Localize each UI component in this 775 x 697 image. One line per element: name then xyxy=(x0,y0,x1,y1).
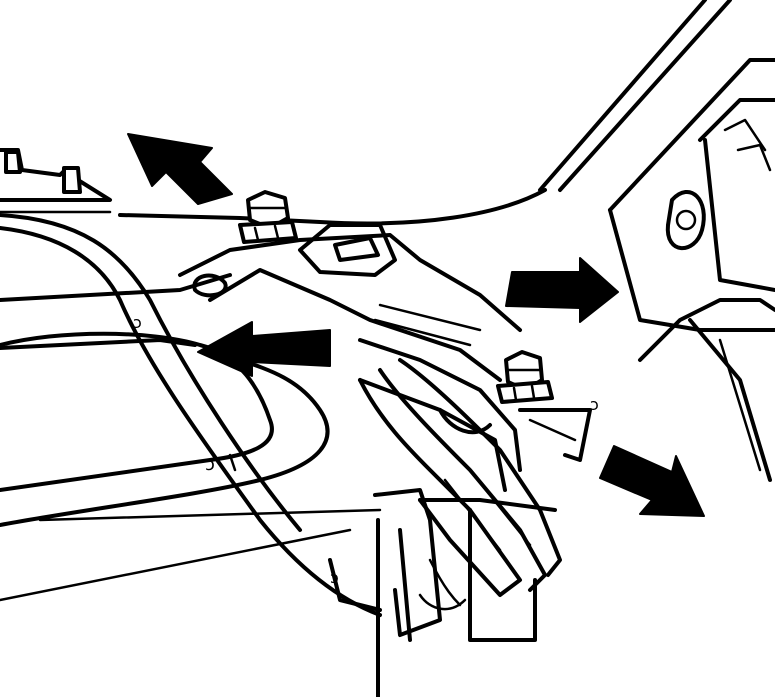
upper-edge xyxy=(118,188,547,226)
svg-text:ɔ: ɔ xyxy=(330,568,339,587)
arrow-left-icon xyxy=(197,321,331,377)
svg-text:ɔ: ɔ xyxy=(590,395,599,414)
frame-rails: ɔ ɔ ɔ xyxy=(0,213,382,617)
left-bracket xyxy=(0,148,112,214)
arrow-up-left-icon xyxy=(127,133,233,205)
arrow-down-right-icon xyxy=(599,445,705,517)
bolt-upper xyxy=(238,190,298,244)
harness-strips xyxy=(358,358,562,697)
svg-text:ɔ: ɔ xyxy=(205,454,215,475)
body-panel xyxy=(538,0,775,482)
arrow-right-icon xyxy=(505,257,619,323)
svg-text:ɔ: ɔ xyxy=(133,313,142,332)
bolt-lower xyxy=(496,350,554,404)
